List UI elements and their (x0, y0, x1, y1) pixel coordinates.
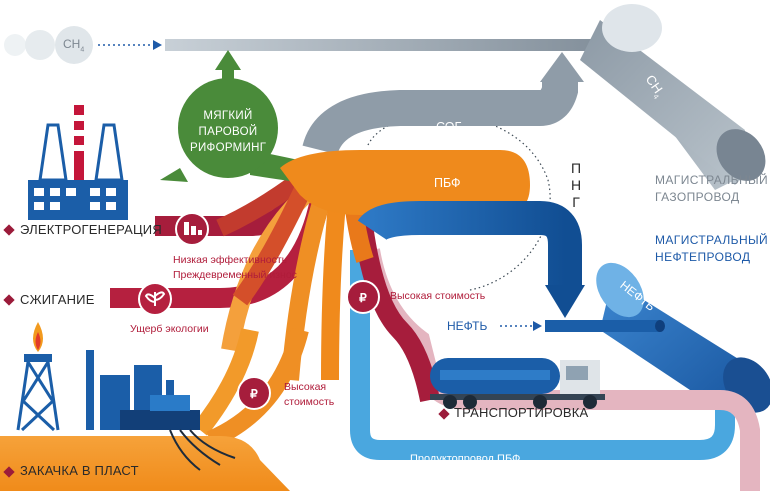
injection-plant-icon (86, 350, 200, 430)
transport-destination-label: ТРАНСПОРТИРОВКА (454, 405, 589, 420)
ch4-pipe-horizontal (165, 39, 638, 51)
power-note: Низкая эффективность Преждевременный изн… (173, 254, 297, 281)
power-destination-label: ЭЛЕКТРОГЕНЕРАЦИЯ (20, 222, 162, 237)
oil-trunk-pipe (596, 262, 770, 418)
flare-tower-icon (16, 322, 60, 432)
png-label: П Н Г (571, 160, 582, 210)
svg-text:₽: ₽ (250, 387, 258, 401)
svg-text:₽: ₽ (359, 291, 367, 305)
transport-note: Высокая стоимость (390, 290, 486, 302)
sog-label: СОГ (436, 120, 462, 134)
gasoline-label: Газовый бензин (430, 234, 522, 248)
oil-trunk-caption: МАГИСТРАЛЬНЫЙ НЕФТЕПРОВОД (655, 233, 769, 264)
tanker-truck-icon (430, 358, 605, 409)
ecology-damage-icon (138, 282, 172, 316)
money-bag-icon-transport: ₽ (346, 280, 380, 314)
money-bag-icon-injection: ₽ (237, 376, 271, 410)
injection-note: Высокая стоимость (284, 381, 335, 408)
ch4-source-bubbles (4, 26, 93, 64)
pbf-body (280, 150, 530, 215)
reforming-label: МЯГКИЙ ПАРОВОЙ РИФОРМИНГ (190, 110, 267, 154)
low-efficiency-icon (175, 212, 209, 246)
flaring-destination-label: СЖИГАНИЕ (20, 292, 95, 307)
flaring-note: Ущерб экологии (130, 323, 209, 335)
pbf-label: ПБФ (434, 176, 461, 190)
oil-flow-label: НЕФТЬ (447, 319, 488, 333)
injection-destination-label: ЗАКАЧКА В ПЛАСТ (20, 463, 139, 478)
gasoline-arrow-head (545, 285, 585, 318)
gas-trunk-pipe (580, 4, 766, 190)
power-plant-icon (28, 105, 128, 220)
gas-trunk-caption: МАГИСТРАЛЬНЫЙ ГАЗОПРОВОД (655, 173, 769, 204)
ch4-source-label: CH4 (63, 37, 85, 54)
sog-arrow-head (540, 52, 584, 82)
pbf-pipeline-label: Продуктопровод ПБФ (410, 453, 521, 465)
